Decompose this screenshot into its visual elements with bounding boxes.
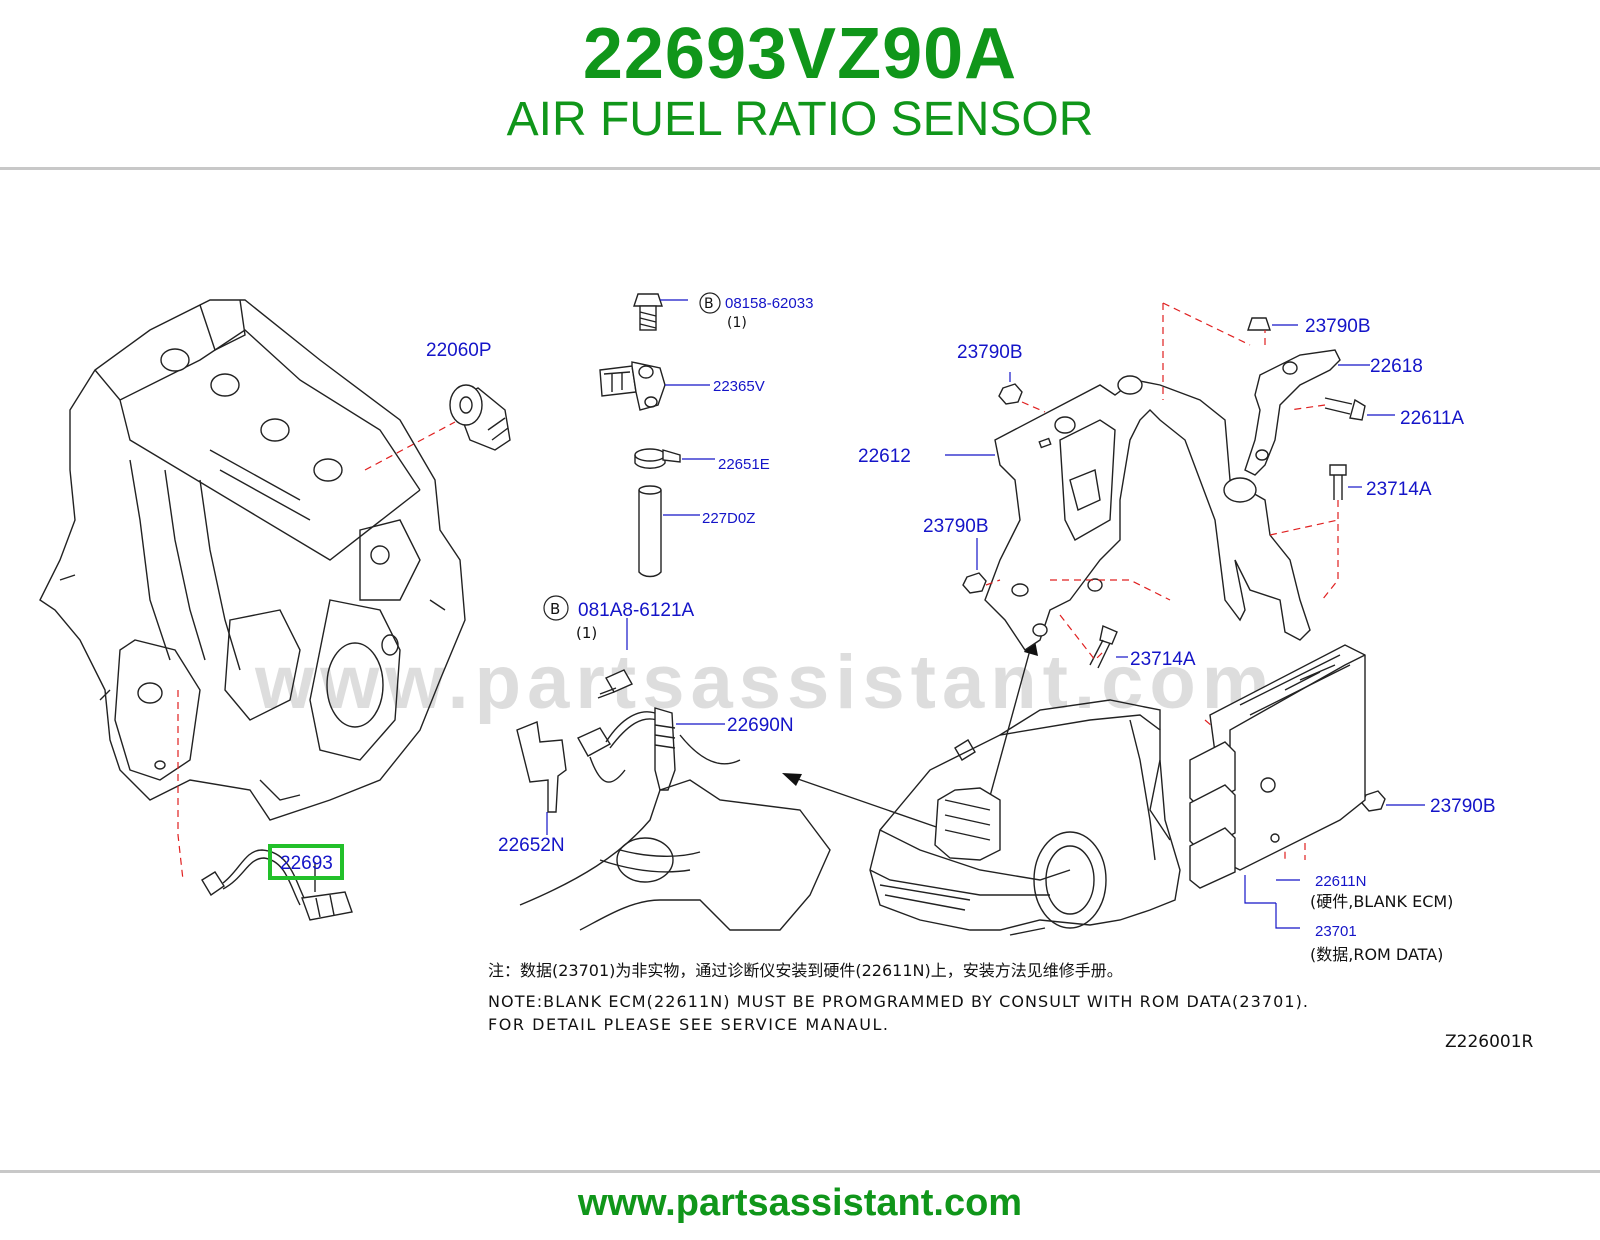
engine-illustration [39, 299, 466, 881]
arrow-car-to-exhaust [794, 777, 946, 831]
label-08158-62033: 08158-62033 [725, 295, 813, 312]
car-illustration [869, 699, 1181, 936]
label-22365V: 22365V [713, 378, 765, 395]
label-23701: 23701 [1315, 923, 1357, 940]
front-oxygen-sensor-assembly [516, 595, 831, 931]
label-08158-qty: (1) [727, 315, 747, 331]
label-22612: 22612 [858, 446, 911, 467]
crank-sensor-assembly [599, 292, 721, 578]
highlight-box-22693 [268, 844, 344, 880]
watermark-text: www.partsassistant.com [254, 640, 1275, 725]
label-22690N: 22690N [727, 715, 794, 736]
label-227D0Z: 227D0Z [702, 510, 755, 527]
nuts-23790B [962, 317, 1425, 812]
bolts-22611A-23714A [1089, 397, 1395, 669]
label-23790B-top: 23790B [957, 342, 1023, 363]
bolt-marker-circle-1 [699, 292, 721, 314]
label-22652N: 22652N [498, 835, 565, 856]
part-number-title: 22693VZ90A [582, 14, 1018, 94]
label-23790B-right: 23790B [1305, 316, 1371, 337]
part-name-subtitle: AIR FUEL RATIO SENSOR [506, 93, 1094, 146]
label-23714A-center: 23714A [1130, 649, 1196, 670]
label-22060P: 22060P [426, 340, 492, 361]
bolt-marker-b-1: B [704, 296, 714, 312]
arrow-head-left [782, 773, 802, 786]
label-22611N-desc: (硬件,BLANK ECM) [1310, 892, 1453, 911]
label-081A8-6121A: 081A8-6121A [578, 600, 695, 621]
note-english-line1: NOTE:BLANK ECM(22611N) MUST BE PROMGRAMM… [488, 992, 1308, 1011]
page-header: 22693VZ90A AIR FUEL RATIO SENSOR [0, 0, 1600, 168]
footer-divider [0, 1170, 1600, 1173]
label-23701-desc: (数据,ROM DATA) [1310, 945, 1443, 964]
ecm-bracket-22612 [945, 375, 1311, 651]
label-23714A-right: 23714A [1366, 479, 1432, 500]
bolt-marker-b-2: B [550, 600, 560, 618]
bracket-22618 [1244, 349, 1370, 476]
label-22651E: 22651E [718, 456, 770, 473]
label-23790B-left: 23790B [923, 516, 989, 537]
header-divider [0, 167, 1600, 170]
footer-website-link[interactable]: www.partsassistant.com [577, 1182, 1023, 1224]
diagram-code: Z226001R [1445, 1032, 1534, 1052]
ecm-unit-22611N [1189, 644, 1366, 929]
label-23790B-ecm: 23790B [1430, 796, 1496, 817]
label-081A8-qty: (1) [576, 624, 597, 642]
label-22693: 22693 [280, 853, 333, 874]
note-english-line2: FOR DETAIL PLEASE SEE SERVICE MANAUL. [488, 1015, 888, 1034]
air-fuel-ratio-sensor-22693 [201, 849, 353, 921]
label-22611N: 22611N [1315, 873, 1366, 890]
label-22611A: 22611A [1400, 408, 1464, 429]
label-22618: 22618 [1370, 356, 1423, 377]
knock-sensor-22060P [449, 384, 511, 451]
note-chinese: 注：数据(23701)为非实物，通过诊断仪安装到硬件(22611N)上，安装方法… [488, 961, 1123, 980]
